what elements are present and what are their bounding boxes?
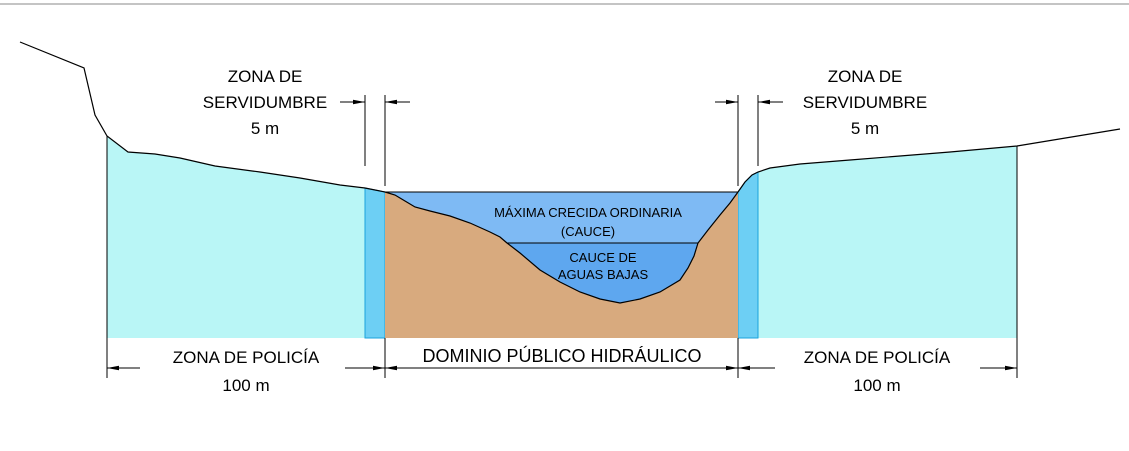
public-domain-soil-area — [385, 192, 738, 338]
ordinary-flood-label-line2: (CAUCE) — [561, 224, 615, 239]
low-water-channel-area — [507, 243, 698, 303]
police-left-width: 100 m — [222, 376, 269, 395]
police-right-label: ZONA DE POLICÍA — [804, 348, 951, 367]
police-left-label: ZONA DE POLICÍA — [173, 348, 320, 367]
easement-zone-right-area — [737, 171, 759, 339]
police-right-width: 100 m — [853, 376, 900, 395]
public-domain-label: DOMINIO PÚBLICO HIDRÁULICO — [422, 345, 701, 366]
easement-left-width: 5 m — [251, 119, 279, 138]
easement-right-label-line1: ZONA DE — [828, 67, 903, 86]
police-zone-right-area — [758, 146, 1017, 338]
easement-right-width: 5 m — [851, 119, 879, 138]
easement-left-label-line2: SERVIDUMBRE — [203, 93, 327, 112]
low-water-label-line2: AGUAS BAJAS — [558, 267, 649, 282]
police-zone-left-area — [107, 136, 365, 338]
ordinary-flood-label-line1: MÁXIMA CRECIDA ORDINARIA — [494, 205, 682, 220]
easement-zone-left-area — [364, 187, 386, 339]
terrain-profile-left — [19, 41, 386, 193]
ordinary-flood-water-area — [385, 192, 738, 243]
low-water-label-line1: CAUCE DE — [569, 250, 637, 265]
channel-bed-profile — [384, 191, 739, 304]
terrain-profile-right — [737, 128, 1121, 193]
easement-left-label-line1: ZONA DE — [228, 67, 303, 86]
easement-right-label-line2: SERVIDUMBRE — [803, 93, 927, 112]
